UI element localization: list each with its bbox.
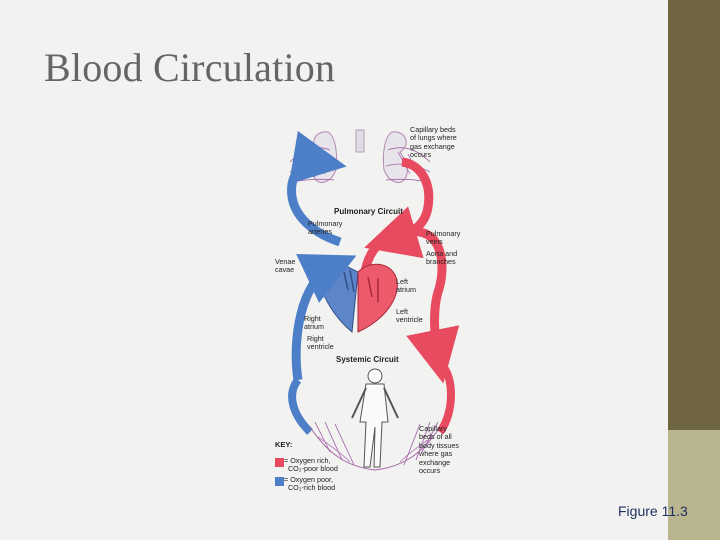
pulmonary-circuit-label: Pulmonary Circuit xyxy=(334,207,403,216)
figure-label: Figure 11.3 xyxy=(618,503,688,519)
right-ventricle-label: Right ventricle xyxy=(307,334,334,352)
key-oxygen-poor-label: = Oxygen poor, CO₂-rich blood xyxy=(284,475,336,493)
aorta-vessel xyxy=(360,226,460,384)
slide-title: Blood Circulation xyxy=(44,45,336,90)
pulmonary-arteries-label: Pulmonary arteries xyxy=(308,219,343,237)
venae-cavae-label: Venae cavae xyxy=(275,257,296,275)
circulation-diagram: Capillary beds of lungs where gas exchan… xyxy=(270,122,480,500)
key-oxygen-rich-label: = Oxygen rich, CO₂-poor blood xyxy=(284,456,338,474)
human-figure xyxy=(351,368,399,468)
aorta-label: Aorta and branches xyxy=(426,249,458,267)
left-ventricle-label: Left ventricle xyxy=(396,307,423,325)
right-atrium-label: Right atrium xyxy=(304,314,324,332)
venae-cavae-vessel xyxy=(291,254,357,381)
body-capillary-bed xyxy=(309,421,441,471)
side-band-dark xyxy=(668,0,720,430)
systemic-circuit-label: Systemic Circuit xyxy=(336,355,399,364)
capillary-lungs-label: Capillary beds of lungs where gas exchan… xyxy=(410,125,457,160)
circulation-illustration xyxy=(287,129,460,471)
side-band-light xyxy=(668,430,720,540)
lung-capillary-bed xyxy=(289,129,431,183)
key-oxygen-poor-swatch xyxy=(275,477,284,486)
pulmonary-veins-label: Pulmonary veins xyxy=(426,229,461,247)
capillary-body-label: Capillary beds of all body tissues where… xyxy=(419,424,459,476)
key-title: KEY: xyxy=(275,440,293,449)
pulmonary-artery-vessel xyxy=(287,130,347,247)
key-oxygen-rich-swatch xyxy=(275,458,284,467)
left-atrium-label: Left atrium xyxy=(396,277,416,295)
systemic-vein-vessel xyxy=(288,377,313,435)
systemic-artery-vessel xyxy=(435,358,455,435)
